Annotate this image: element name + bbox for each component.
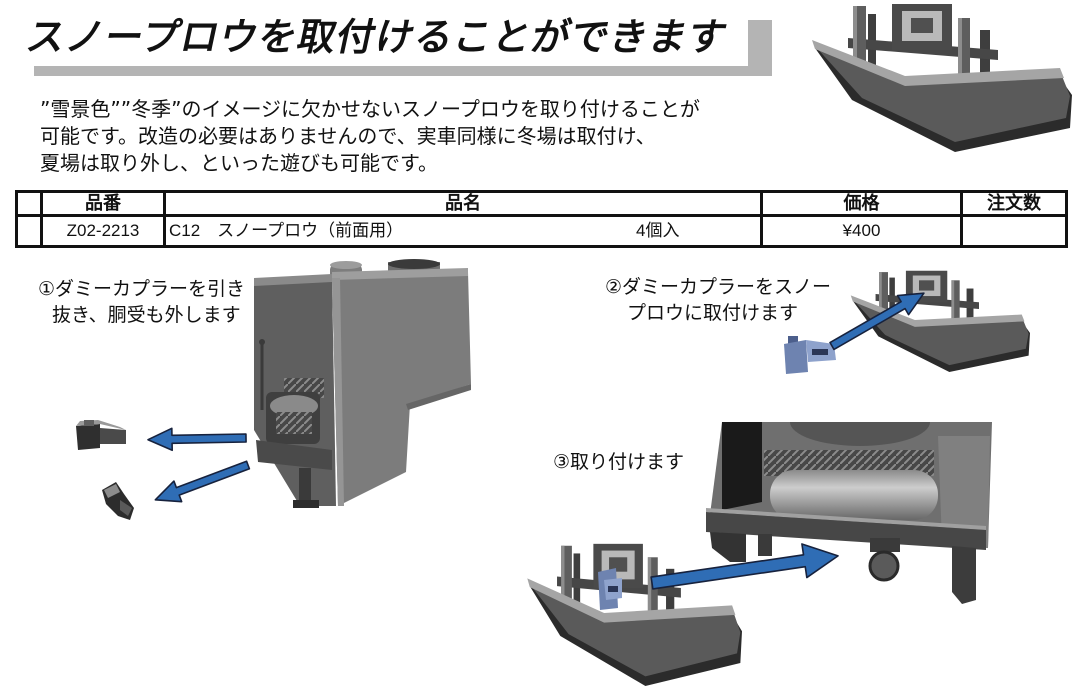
locomotive-draw-stem <box>299 468 311 502</box>
product-name-cell: C12 スノープロウ（前面用） 4個入 <box>163 214 763 248</box>
locomotive-smokestack-opening <box>388 259 440 269</box>
step-3-line: ③取り付けます <box>553 451 685 473</box>
locomotive-body-edge <box>332 278 344 506</box>
product-name: C12 スノープロウ（前面用） <box>169 221 404 240</box>
arrow-install-plow <box>650 543 839 590</box>
description-line: 夏場は取り外し、といった遊びも可能です。 <box>40 151 438 175</box>
description: ”雪景色””冬季”のイメージに欠かせないスノープロウを取り付けることが 可能です… <box>40 96 700 177</box>
blue-dummy-coupler <box>784 336 836 374</box>
product-table: 品番 品名 価格 注文数 Z02-2213 C12 スノープロウ（前面用） 4個… <box>15 190 1068 248</box>
draft-gear-body <box>102 482 134 520</box>
locomotive-winch-drum <box>270 395 318 417</box>
locomotive-front-image <box>254 259 471 508</box>
product-code: Z02-2213 <box>40 214 166 248</box>
locomotive-front-rim <box>254 274 332 286</box>
step-2-label: ②ダミーカプラーをスノー プロウに取付けます <box>605 274 831 326</box>
product-name-wrap: C12 スノープロウ（前面用） 4個入 <box>168 219 759 244</box>
locomotive-draw-stem-base <box>293 500 319 508</box>
attached-coupler <box>598 568 622 610</box>
snow-plow-step3-image <box>527 543 742 686</box>
header-order-quantity: 注文数 <box>960 190 1068 217</box>
header-code: 品番 <box>40 190 166 217</box>
header-name: 品名 <box>163 190 763 217</box>
buffer-beam <box>706 512 986 550</box>
wheel-bracket <box>870 538 900 552</box>
order-quantity-cell <box>960 214 1068 248</box>
air-tank <box>770 470 938 520</box>
header-price: 価格 <box>760 190 963 217</box>
step-1-line: 抜き、胴受も外します <box>52 304 241 326</box>
blue-coupler-knuckle <box>788 336 798 344</box>
step-1-label: ①ダミーカプラーを引き 抜き、胴受も外します <box>38 276 245 328</box>
draft-gear-part <box>102 482 134 520</box>
locomotive-underside-image <box>706 422 992 604</box>
draft-gear-facet <box>104 484 120 498</box>
table-header-row: 品番 品名 価格 注文数 <box>15 190 1068 217</box>
arrow-shape <box>829 292 925 351</box>
description-line: 可能です。改造の必要はありませんので、実車同様に冬場は取付け、 <box>40 124 656 148</box>
draft-gear-facet <box>120 500 132 516</box>
attached-coupler-slot <box>608 586 618 592</box>
arrow-remove-draft-gear <box>154 460 251 503</box>
snow-plow-product-image <box>812 4 1072 152</box>
row-blank-cell <box>15 214 43 248</box>
step-2-line: プロウに取付けます <box>627 302 799 324</box>
dummy-coupler-body <box>76 424 100 450</box>
header-blank-cell <box>15 190 43 217</box>
locomotive-handrail-knob <box>259 339 265 345</box>
locomotive-buffer-beam <box>256 440 332 470</box>
locomotive-body <box>332 272 471 506</box>
step-1-line: ①ダミーカプラーを引き <box>38 278 246 300</box>
underside-dark-panel <box>722 422 762 510</box>
underside-arc <box>790 422 930 446</box>
title-banner: スノープロウを取付けることができます <box>14 8 748 66</box>
product-price: ¥400 <box>760 214 963 248</box>
dummy-coupler-part <box>76 420 126 450</box>
arrow-remove-coupler <box>147 427 247 452</box>
locomotive-winch-coil <box>276 412 312 434</box>
arrow-shape <box>650 543 839 590</box>
dummy-coupler-tab <box>84 420 94 426</box>
right-foot <box>952 546 976 604</box>
left-bracket <box>710 532 746 562</box>
table-row: Z02-2213 C12 スノープロウ（前面用） 4個入 ¥400 <box>15 214 1068 248</box>
wheel <box>868 550 900 582</box>
blue-coupler-slot <box>812 349 828 355</box>
underside-side-panel <box>938 436 990 548</box>
product-pack-quantity: 4個入 <box>636 221 680 240</box>
page-title: スノープロウを取付けることができます <box>22 15 732 59</box>
step-3-label: ③取り付けます <box>553 449 684 475</box>
arrow-shape <box>147 427 247 452</box>
description-line: ”雪景色””冬季”のイメージに欠かせないスノープロウを取り付けることが <box>40 97 700 121</box>
locomotive-dome-top <box>330 261 362 269</box>
arrow-shape <box>154 460 251 503</box>
buffer-beam-top <box>706 508 986 530</box>
blue-coupler-shank <box>784 340 808 374</box>
mid-bracket <box>758 534 772 556</box>
step-2-line: ②ダミーカプラーをスノー <box>605 276 832 298</box>
locomotive-body-lower-shade <box>406 384 471 410</box>
locomotive-body-top <box>332 268 468 280</box>
dummy-coupler-head <box>100 428 126 444</box>
arrow-attach-coupler <box>829 292 925 351</box>
